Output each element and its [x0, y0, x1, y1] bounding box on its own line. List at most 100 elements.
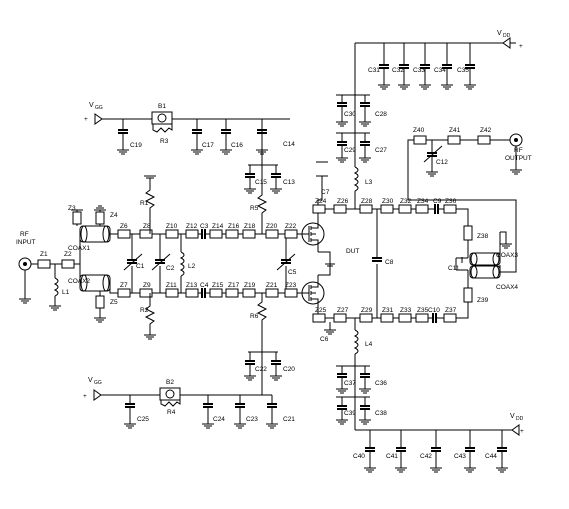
label-r6: R6	[250, 313, 259, 320]
svg-text:V: V	[88, 377, 93, 384]
label-coax4: COAX4	[496, 284, 518, 291]
drain-bottom-cap-bank: C40 C41 C42 C43 C44	[353, 430, 508, 473]
label-z37: Z37	[445, 307, 457, 314]
label-z14: Z14	[212, 223, 224, 230]
label-c31: C31	[368, 67, 380, 74]
dut-label: DUT	[346, 248, 359, 255]
label-l2: L2	[188, 263, 196, 270]
drain-top-cap-bank: C31 C32 C33 C34 C35	[368, 43, 476, 90]
label-z28: Z28	[361, 198, 373, 205]
label-c13: C13	[283, 179, 295, 186]
label-c7: C7	[321, 189, 330, 196]
label-r4: R4	[167, 409, 176, 416]
label-z24: Z24	[315, 198, 327, 205]
svg-text:GG: GG	[94, 380, 102, 386]
label-c16: C16	[231, 142, 243, 149]
label-z12: Z12	[186, 223, 198, 230]
rf-input-label: RF INPUT	[16, 231, 36, 246]
label-z18: Z18	[244, 223, 256, 230]
label-r5: R5	[250, 205, 259, 212]
label-z22: Z22	[285, 223, 297, 230]
label-z35: Z35	[417, 307, 429, 314]
label-z31: Z31	[382, 307, 394, 314]
vdd-top-label: V DD	[497, 30, 511, 39]
label-z13: Z13	[186, 282, 198, 289]
label-c27: C27	[375, 147, 387, 154]
label-z21: Z21	[266, 282, 278, 289]
label-c34: C34	[434, 67, 446, 74]
label-c35: C35	[457, 67, 469, 74]
label-z3: Z3	[68, 205, 76, 212]
label-z2: Z2	[64, 251, 72, 258]
label-c41: C41	[386, 453, 398, 460]
svg-text:INPUT: INPUT	[16, 239, 36, 246]
label-b2: B2	[166, 379, 174, 386]
svg-text:RF: RF	[20, 231, 29, 238]
label-z25: Z25	[315, 307, 327, 314]
svg-text:V: V	[510, 413, 515, 420]
label-z30: Z30	[382, 198, 394, 205]
label-c38: C38	[375, 410, 387, 417]
label-coax1: COAX1	[68, 245, 90, 252]
label-z15: Z15	[212, 282, 224, 289]
label-c19: C19	[130, 142, 142, 149]
label-z39: Z39	[477, 297, 489, 304]
svg-text:DD: DD	[516, 416, 524, 422]
svg-text:V: V	[89, 102, 94, 109]
dut-transistor-bottom	[301, 264, 331, 312]
label-z29: Z29	[361, 307, 373, 314]
label-c21: C21	[283, 416, 295, 423]
vdd-bottom-label: V DD	[510, 413, 524, 422]
svg-text:OUTPUT: OUTPUT	[505, 155, 532, 162]
label-c10: C10	[428, 307, 440, 314]
label-c14: C14	[283, 141, 295, 148]
label-c2: C2	[166, 265, 175, 272]
label-z20: Z20	[266, 223, 278, 230]
label-l3: L3	[365, 179, 373, 186]
label-z27: Z27	[337, 307, 349, 314]
vgg-top-label: V GG	[89, 102, 103, 111]
label-c30: C30	[344, 111, 356, 118]
label-z23: Z23	[285, 282, 297, 289]
label-z38: Z38	[477, 233, 489, 240]
label-z9: Z9	[143, 282, 151, 289]
label-c22: C22	[255, 366, 267, 373]
label-c4: C4	[200, 282, 209, 289]
label-c9: C9	[433, 198, 442, 205]
label-c11: C11	[448, 265, 460, 272]
label-c28: C28	[375, 111, 387, 118]
label-c17: C17	[202, 142, 214, 149]
plus-sign: +	[83, 393, 87, 400]
label-c36: C36	[375, 380, 387, 387]
label-z19: Z19	[244, 282, 256, 289]
label-z5: Z5	[110, 299, 118, 306]
label-c37: C37	[344, 380, 356, 387]
label-c25: C25	[137, 416, 149, 423]
label-c40: C40	[353, 453, 365, 460]
label-c15: C15	[255, 179, 267, 186]
label-c24: C24	[213, 416, 225, 423]
label-z6: Z6	[120, 223, 128, 230]
label-c23: C23	[246, 416, 258, 423]
label-c5: C5	[288, 269, 297, 276]
plus-sign: +	[84, 116, 88, 123]
svg-text:RF: RF	[514, 147, 523, 154]
svg-text:DD: DD	[503, 33, 511, 39]
label-c44: C44	[485, 453, 497, 460]
label-z7: Z7	[120, 282, 128, 289]
rf-output-label: RF OUTPUT	[505, 147, 532, 162]
label-c1: C1	[136, 263, 145, 270]
svg-text:GG: GG	[95, 105, 103, 111]
label-z42: Z42	[480, 127, 492, 134]
label-c20: C20	[283, 366, 295, 373]
label-z26: Z26	[337, 198, 349, 205]
label-z1: Z1	[40, 251, 48, 258]
label-c8: C8	[385, 259, 394, 266]
label-z34: Z34	[417, 198, 429, 205]
label-r1: R1	[140, 200, 149, 207]
label-c3: C3	[200, 223, 209, 230]
label-coax3: COAX3	[496, 252, 518, 259]
label-z17: Z17	[228, 282, 240, 289]
